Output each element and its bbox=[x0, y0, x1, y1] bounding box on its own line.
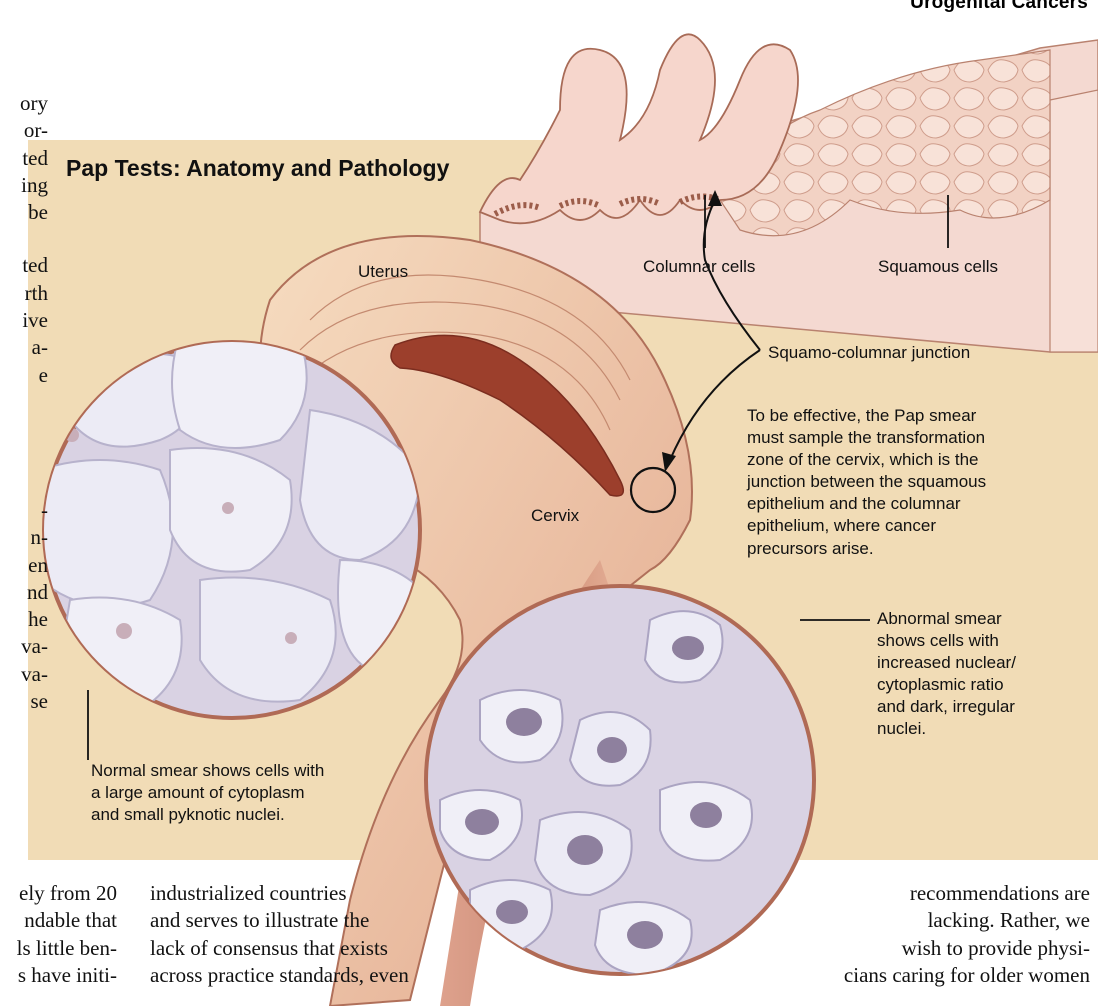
body-bottom-right: recommendations are lacking. Rather, we … bbox=[844, 880, 1090, 989]
figure-title: Pap Tests: Anatomy and Pathology bbox=[66, 155, 449, 182]
body-bottom-center: industrialized countries and serves to i… bbox=[150, 880, 409, 989]
body-bottom-left: ely from 20 ndable that ls little ben- s… bbox=[0, 880, 117, 989]
junction-label: Squamo-columnar junction bbox=[768, 342, 970, 364]
columnar-cells-label: Columnar cells bbox=[643, 256, 755, 278]
abnormal-smear-caption: Abnormal smear shows cells with increase… bbox=[877, 608, 1016, 741]
squamous-cells-label: Squamous cells bbox=[878, 256, 998, 278]
uterus-label: Uterus bbox=[358, 261, 408, 283]
abnormal-smear bbox=[426, 586, 814, 975]
cervix-label: Cervix bbox=[531, 505, 579, 527]
effective-caption: To be effective, the Pap smear must samp… bbox=[747, 405, 986, 560]
body-left-fragments: ory or- ted ing be ted rth ive a- e - n-… bbox=[0, 90, 48, 715]
normal-smear-caption: Normal smear shows cells with a large am… bbox=[91, 760, 324, 826]
